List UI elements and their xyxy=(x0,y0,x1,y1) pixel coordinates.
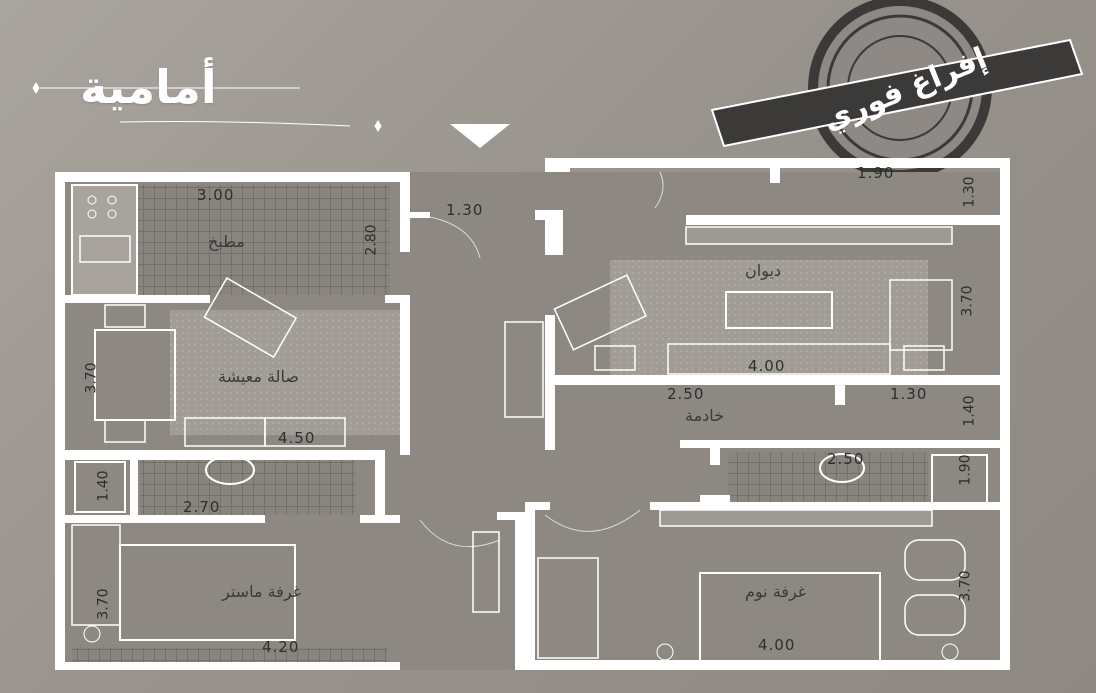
dim-corridor-width: 1.30 xyxy=(446,201,484,219)
bath-left-floor xyxy=(140,460,355,515)
diwan-rug xyxy=(610,260,928,378)
room-label-bedroom: غرفة نوم xyxy=(745,582,807,601)
dim-bath-right-height: 1.90 xyxy=(957,454,974,486)
dim-top-right-width: 1.90 xyxy=(857,164,895,182)
title-ornament xyxy=(32,82,382,132)
walls xyxy=(55,158,1010,670)
room-label-kitchen: مطبخ xyxy=(208,232,245,251)
dim-bath-right-width: 2.50 xyxy=(827,450,865,468)
stamp-badge xyxy=(710,0,1084,180)
room-label-maid: خادمة xyxy=(685,406,725,425)
room-label-diwan: ديوان xyxy=(745,261,782,280)
dim-maid-height: 1.40 xyxy=(961,395,978,427)
dim-bedroom-height: 3.70 xyxy=(957,570,974,602)
dim-living-height: 3.70 xyxy=(83,362,100,394)
entrance-arrow-icon xyxy=(450,124,510,148)
dim-maid-side-width: 1.30 xyxy=(890,385,928,403)
dim-top-right-height: 1.30 xyxy=(961,176,978,208)
dim-master-width: 4.20 xyxy=(262,638,300,656)
dim-bath-left-height: 1.40 xyxy=(95,470,112,502)
dim-diwan-height: 3.70 xyxy=(959,285,976,317)
dim-kitchen-height: 2.80 xyxy=(363,224,380,256)
dim-maid-width: 2.50 xyxy=(667,385,705,403)
bath-right-floor xyxy=(728,452,928,502)
dim-living-width: 4.50 xyxy=(278,429,316,447)
dim-bath-left-width: 2.70 xyxy=(183,498,221,516)
dim-bedroom-width: 4.00 xyxy=(758,636,796,654)
dim-kitchen-width: 3.00 xyxy=(197,186,235,204)
dim-master-height: 3.70 xyxy=(95,588,112,620)
kitchen-floor xyxy=(137,185,390,295)
page-title: أمامية xyxy=(80,60,217,114)
room-label-master: غرفة ماستر xyxy=(222,582,302,601)
dim-diwan-width: 4.00 xyxy=(748,357,786,375)
living-rug xyxy=(170,310,400,435)
room-label-living: صالة معيشة xyxy=(218,367,299,386)
